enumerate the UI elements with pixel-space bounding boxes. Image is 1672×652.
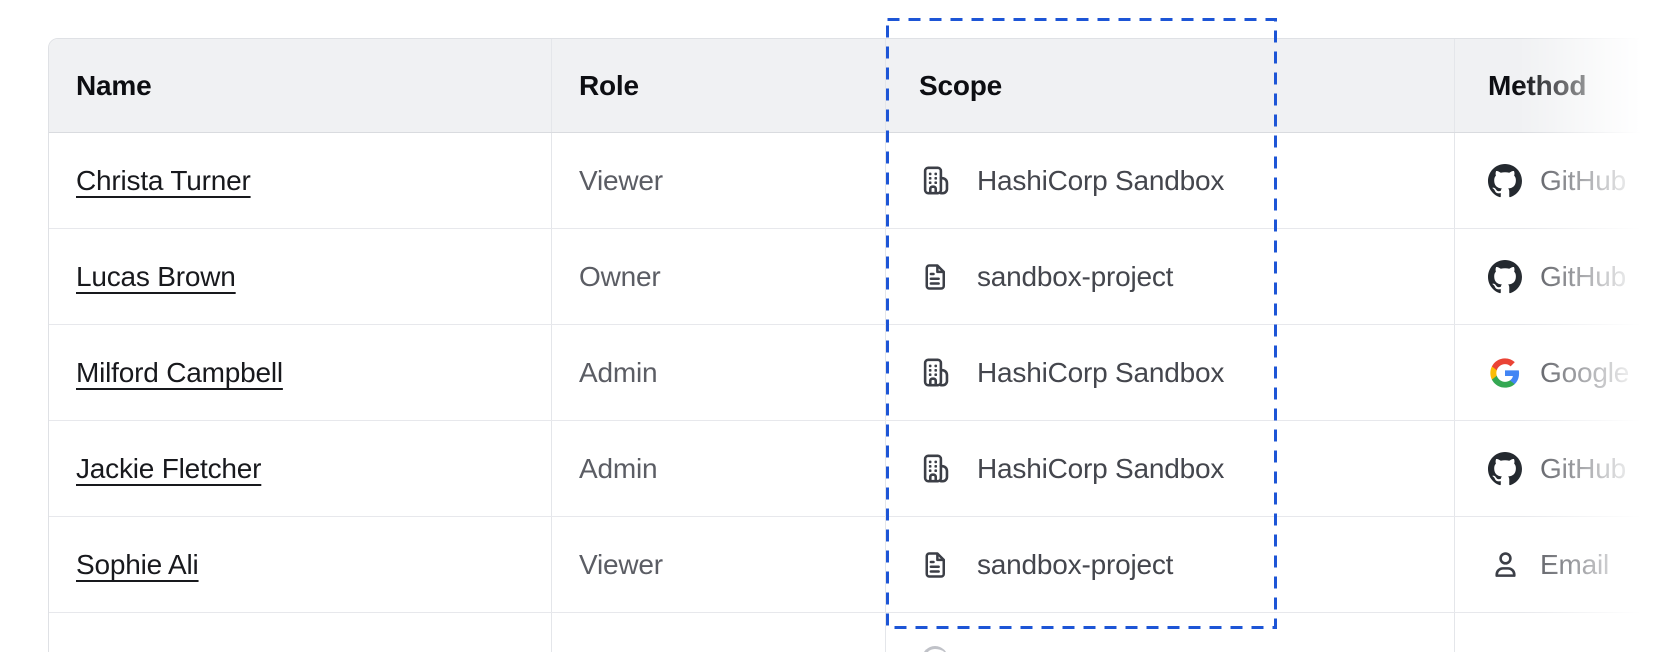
name-cell: Christa Turner [49, 133, 552, 228]
name-cell: Jackie Fletcher [49, 421, 552, 516]
member-name-link[interactable]: Sophie Ali [76, 548, 199, 580]
scope-cell: sandbox-project [886, 229, 1455, 324]
scope-text: HashiCorp Sandbox [977, 164, 1225, 196]
scope-cell: sandbox-project [886, 517, 1455, 612]
method-cell: Google [1455, 325, 1672, 420]
method-text: GitHub [1540, 164, 1626, 196]
method-cell: Email [1455, 517, 1672, 612]
table-body: Christa Turner Viewer HashiCorp Sandbox … [49, 133, 1672, 613]
scope-cell: HashiCorp Sandbox [886, 133, 1455, 228]
file-text-icon [919, 548, 953, 582]
column-header-method[interactable]: Method [1488, 69, 1587, 101]
column-header-name[interactable]: Name [49, 39, 552, 132]
method-cell: GitHub [1455, 133, 1672, 228]
github-icon [1488, 259, 1522, 294]
org-icon [919, 452, 953, 486]
role-cell: Viewer [552, 133, 886, 228]
scope-cell: HashiCorp Sandbox [886, 421, 1455, 516]
role-cell: Admin [552, 325, 886, 420]
role-text: Owner [579, 260, 661, 292]
name-cell: Sophie Ali [49, 517, 552, 612]
org-icon [919, 164, 953, 198]
method-cell: GitHub [1455, 229, 1672, 324]
org-icon [919, 356, 953, 390]
scope-cell: HashiCorp Sandbox [886, 325, 1455, 420]
role-cell: Admin [552, 421, 886, 516]
column-header-scope[interactable]: Scope [886, 39, 1455, 132]
google-icon [1488, 356, 1522, 390]
user-icon [1488, 548, 1522, 582]
scope-text: HashiCorp Sandbox [977, 452, 1225, 484]
member-name-link[interactable]: Jackie Fletcher [76, 452, 262, 484]
method-text: Google [1540, 356, 1630, 388]
method-cell: GitHub [1455, 421, 1672, 516]
member-name-link[interactable]: Milford Campbell [76, 356, 283, 388]
column-header-role[interactable]: Role [552, 39, 886, 132]
table-row: Sophie Ali Viewer sandbox-project Email [49, 517, 1672, 613]
github-icon [1488, 163, 1522, 198]
role-text: Admin [579, 356, 658, 388]
member-name-link[interactable]: Lucas Brown [76, 260, 236, 292]
table-header-row: Name Role Scope Method [49, 39, 1672, 133]
table-row: Milford Campbell Admin HashiCorp Sandbox… [49, 325, 1672, 421]
table-row-clipped [49, 613, 1672, 652]
method-text: Email [1540, 548, 1610, 580]
role-text: Viewer [579, 548, 663, 580]
scope-text: HashiCorp Sandbox [977, 356, 1225, 388]
github-icon [1488, 451, 1522, 486]
members-table: Name Role Scope Method Christa Turner Vi… [48, 38, 1672, 652]
role-cell: Owner [552, 229, 886, 324]
role-cell: Viewer [552, 517, 886, 612]
name-cell: Lucas Brown [49, 229, 552, 324]
method-text: GitHub [1540, 260, 1626, 292]
file-text-icon [919, 260, 953, 294]
table-row: Jackie Fletcher Admin HashiCorp Sandbox … [49, 421, 1672, 517]
name-cell: Milford Campbell [49, 325, 552, 420]
scope-text: sandbox-project [977, 548, 1174, 580]
scope-text: sandbox-project [977, 260, 1174, 292]
table-row: Lucas Brown Owner sandbox-project GitHub [49, 229, 1672, 325]
member-name-link[interactable]: Christa Turner [76, 164, 251, 196]
role-text: Viewer [579, 164, 663, 196]
role-text: Admin [579, 452, 658, 484]
method-text: GitHub [1540, 452, 1626, 484]
table-row: Christa Turner Viewer HashiCorp Sandbox … [49, 133, 1672, 229]
